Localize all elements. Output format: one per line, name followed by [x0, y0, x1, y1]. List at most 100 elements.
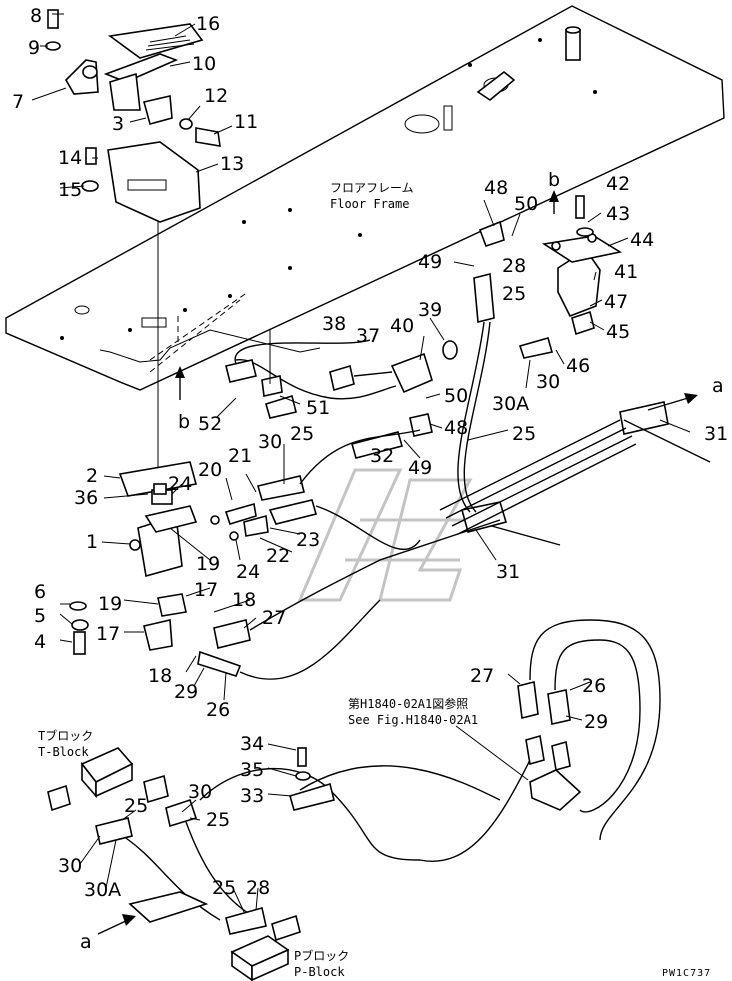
callout-11: 11 — [234, 111, 258, 133]
callout-18: 18 — [232, 589, 256, 611]
callout-30b: 30 — [258, 431, 282, 453]
p-block-jp-label: Pブロック — [294, 948, 349, 963]
callout-43: 43 — [606, 203, 630, 225]
callout-4: 4 — [34, 631, 46, 653]
callout-35: 35 — [240, 759, 264, 781]
callout-46: 46 — [566, 355, 590, 377]
callout-31b: 31 — [496, 561, 520, 583]
callout-48: 48 — [484, 177, 508, 199]
watermark — [297, 468, 473, 602]
callout-45: 45 — [606, 321, 630, 343]
callout-37: 37 — [356, 325, 380, 347]
arrow-up-icon — [175, 366, 185, 378]
callout-38: 38 — [322, 313, 346, 335]
view-b-top: b — [548, 169, 560, 191]
callout-36: 36 — [74, 487, 98, 509]
callout-24b: 24 — [236, 561, 260, 583]
t-block-jp-label: Tブロック — [38, 728, 93, 743]
callout-28: 28 — [502, 255, 526, 277]
callout-19b: 19 — [98, 593, 122, 615]
callout-30A: 30A — [492, 393, 529, 415]
callout-3: 3 — [112, 113, 124, 135]
arrow-right-icon — [122, 914, 136, 926]
callout-27b: 27 — [470, 665, 494, 687]
callout-17b: 17 — [96, 623, 120, 645]
callout-25e: 25 — [206, 809, 230, 831]
callout-19: 19 — [196, 553, 220, 575]
callout-44: 44 — [630, 229, 654, 251]
callout-5: 5 — [34, 605, 46, 627]
callout-30d: 30 — [58, 855, 82, 877]
callout-32: 32 — [370, 445, 394, 467]
t-block — [47, 747, 198, 845]
callout-42: 42 — [606, 173, 630, 195]
callout-50b: 50 — [444, 385, 468, 407]
callout-41: 41 — [614, 261, 638, 283]
callout-25c: 25 — [290, 423, 314, 445]
callout-50: 50 — [514, 193, 538, 215]
callout-1: 1 — [86, 531, 98, 553]
leader-lines — [31, 13, 691, 913]
p-block — [128, 747, 335, 981]
hoses — [119, 321, 661, 921]
floor-post — [476, 26, 581, 101]
callout-52: 52 — [198, 413, 222, 435]
callout-39: 39 — [418, 299, 442, 321]
see-fig-en-label: See Fig.H1840-02A1 — [348, 713, 478, 727]
callout-51: 51 — [306, 397, 330, 419]
callout-26b: 26 — [206, 699, 230, 721]
callout-21: 21 — [228, 445, 252, 467]
pedal-linkage — [149, 222, 249, 470]
callout-14: 14 — [58, 147, 82, 169]
callout-6: 6 — [34, 581, 46, 603]
callout-49: 49 — [418, 251, 442, 273]
callout-7: 7 — [12, 91, 24, 113]
callout-2: 2 — [86, 465, 98, 487]
callout-20: 20 — [198, 459, 222, 481]
pilot-valve — [69, 461, 198, 655]
view-a-left: a — [80, 931, 92, 953]
callout-30c: 30 — [188, 781, 212, 803]
callout-25: 25 — [502, 283, 526, 305]
callout-30: 30 — [536, 371, 560, 393]
callout-9: 9 — [28, 37, 40, 59]
callouts: 8 9 16 10 7 12 3 11 14 13 15 48 50 42 43… — [12, 5, 728, 901]
arrow-up-icon — [549, 190, 559, 202]
callout-17: 17 — [194, 579, 218, 601]
callout-22: 22 — [266, 545, 290, 567]
view-a-right: a — [712, 375, 724, 397]
callout-16: 16 — [196, 13, 220, 35]
callout-30Ab: 30A — [84, 879, 121, 901]
floor-frame-jp-label: フロアフレーム — [330, 181, 414, 195]
callout-28b: 28 — [246, 877, 270, 899]
callout-8: 8 — [30, 5, 42, 27]
callout-40: 40 — [390, 315, 414, 337]
callout-33: 33 — [240, 785, 264, 807]
callout-29b: 29 — [584, 711, 608, 733]
pressure-switch — [225, 330, 433, 419]
arrow-right-icon — [684, 393, 698, 404]
view-arrows — [97, 190, 698, 935]
callout-29: 29 — [174, 681, 198, 703]
callout-34: 34 — [240, 733, 264, 755]
solenoid-valve — [442, 195, 623, 360]
see-fig-jp-label: 第H1840-02A1図参照 — [348, 696, 468, 711]
callout-18b: 18 — [148, 665, 172, 687]
drawing-code: PW1C737 — [662, 968, 711, 979]
p-block-en-label: P-Block — [294, 965, 345, 979]
callout-25f: 25 — [212, 877, 236, 899]
fittings — [197, 413, 433, 677]
t-block-en-label: T-Block — [38, 745, 89, 759]
pedal-assembly — [45, 9, 221, 223]
callout-25b: 25 — [512, 423, 536, 445]
callout-48b: 48 — [444, 417, 468, 439]
callout-13: 13 — [220, 153, 244, 175]
see-fig-valve — [517, 681, 582, 811]
callout-25d: 25 — [124, 795, 148, 817]
callout-12: 12 — [204, 85, 228, 107]
callout-27: 27 — [262, 607, 286, 629]
callout-24: 24 — [168, 473, 192, 495]
callout-23: 23 — [296, 529, 320, 551]
labels: フロアフレーム Floor Frame 第H1840-02A1図参照 See F… — [38, 169, 724, 979]
